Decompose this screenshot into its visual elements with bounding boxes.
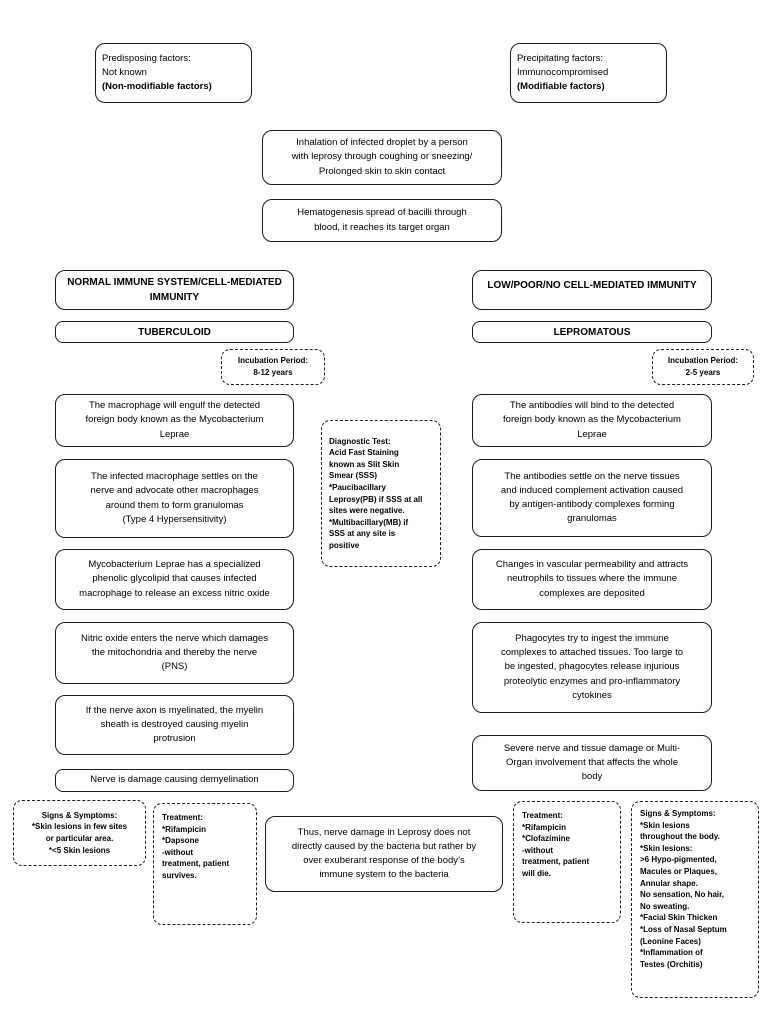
inhalation-text: Inhalation of infected droplet by a pers… bbox=[291, 137, 473, 177]
right-signs-symptoms-box: Signs & Symptoms: *Skin lesions througho… bbox=[631, 801, 759, 998]
right-step-1-text: The antibodies will bind to the detected… bbox=[503, 400, 681, 440]
left-step-2-box: The infected macrophage settles on the n… bbox=[55, 459, 294, 538]
left-signs-symptoms-text: Signs & Symptoms: *Skin lesions in few s… bbox=[31, 810, 128, 855]
right-step-3-box: Changes in vascular permeability and att… bbox=[472, 549, 712, 610]
left-treatment-text: Treatment: *Rifampicin *Dapsone -without… bbox=[162, 813, 230, 880]
right-incubation-text: Incubation Period: 2-5 years bbox=[667, 356, 739, 377]
left-step-3-box: Mycobacterium Leprae has a specialized p… bbox=[55, 549, 294, 610]
left-incubation-text: Incubation Period: 8-12 years bbox=[237, 356, 309, 377]
left-signs-symptoms-box: Signs & Symptoms: *Skin lesions in few s… bbox=[13, 800, 146, 866]
left-step-1-box: The macrophage will engulf the detected … bbox=[55, 394, 294, 447]
tuberculoid-header-text: TUBERCULOID bbox=[138, 326, 211, 338]
right-step-2-box: The antibodies settle on the nerve tissu… bbox=[472, 459, 712, 537]
precipitating-factors-text: Precipitating factors: Immunocompromised bbox=[517, 52, 609, 78]
predisposing-factors-note: (Non-modifiable factors) bbox=[102, 81, 212, 93]
right-treatment-text: Treatment: *Rifampicin *Clofazimine -wit… bbox=[522, 811, 590, 878]
left-step-5-box: If the nerve axon is myelinated, the mye… bbox=[55, 695, 294, 755]
diagnostic-test-text: Diagnostic Test: Acid Fast Staining know… bbox=[329, 436, 423, 550]
diagnostic-test-box: Diagnostic Test: Acid Fast Staining know… bbox=[321, 420, 441, 567]
right-signs-symptoms-text: Signs & Symptoms: *Skin lesions througho… bbox=[640, 809, 727, 969]
right-step-5-box: Severe nerve and tissue damage or Multi-… bbox=[472, 735, 712, 791]
conclusion-box: Thus, nerve damage in Leprosy does not d… bbox=[265, 816, 503, 892]
conclusion-text: Thus, nerve damage in Leprosy does not d… bbox=[291, 826, 477, 881]
right-step-2-text: The antibodies settle on the nerve tissu… bbox=[500, 470, 684, 525]
left-step-2-text: The infected macrophage settles on the n… bbox=[90, 471, 259, 525]
left-immunity-header-text: NORMAL IMMUNE SYSTEM/CELL-MEDIATED IMMUN… bbox=[67, 277, 282, 303]
left-immunity-header-box: NORMAL IMMUNE SYSTEM/CELL-MEDIATED IMMUN… bbox=[55, 270, 294, 310]
left-treatment-box: Treatment: *Rifampicin *Dapsone -without… bbox=[153, 803, 257, 925]
predisposing-factors-box: Predisposing factors: Not known (Non-mod… bbox=[95, 43, 252, 103]
predisposing-factors-text: Predisposing factors: Not known bbox=[102, 52, 191, 78]
left-step-4-text: Nitric oxide enters the nerve which dama… bbox=[81, 632, 268, 673]
left-step-1-text: The macrophage will engulf the detected … bbox=[85, 400, 264, 440]
left-step-5-text: If the nerve axon is myelinated, the mye… bbox=[85, 704, 264, 745]
right-incubation-box: Incubation Period: 2-5 years bbox=[652, 349, 754, 385]
left-step-6-text: Nerve is damage causing demyelination bbox=[90, 774, 259, 786]
inhalation-box: Inhalation of infected droplet by a pers… bbox=[262, 130, 502, 185]
left-step-6-box: Nerve is damage causing demyelination bbox=[55, 769, 294, 792]
tuberculoid-header-box: TUBERCULOID bbox=[55, 321, 294, 343]
right-step-5-text: Severe nerve and tissue damage or Multi-… bbox=[503, 742, 681, 783]
right-immunity-header-box: LOW/POOR/NO CELL-MEDIATED IMMUNITY bbox=[472, 270, 712, 310]
left-step-4-box: Nitric oxide enters the nerve which dama… bbox=[55, 622, 294, 684]
left-incubation-box: Incubation Period: 8-12 years bbox=[221, 349, 325, 385]
lepromatous-header-box: LEPROMATOUS bbox=[472, 321, 712, 343]
hematogenesis-text: Hematogenesis spread of bacilli through … bbox=[297, 207, 467, 233]
right-step-4-box: Phagocytes try to ingest the immune comp… bbox=[472, 622, 712, 713]
lepromatous-header-text: LEPROMATOUS bbox=[553, 326, 631, 338]
right-step-3-text: Changes in vascular permeability and att… bbox=[495, 559, 689, 599]
precipitating-factors-box: Precipitating factors: Immunocompromised… bbox=[510, 43, 667, 103]
right-step-4-text: Phagocytes try to ingest the immune comp… bbox=[500, 632, 683, 701]
hematogenesis-box: Hematogenesis spread of bacilli through … bbox=[262, 199, 502, 242]
left-step-3-text: Mycobacterium Leprae has a specialized p… bbox=[79, 559, 270, 599]
precipitating-factors-note: (Modifiable factors) bbox=[517, 81, 605, 93]
right-step-1-box: The antibodies will bind to the detected… bbox=[472, 394, 712, 447]
right-immunity-header-text: LOW/POOR/NO CELL-MEDIATED IMMUNITY bbox=[487, 279, 697, 291]
right-treatment-box: Treatment: *Rifampicin *Clofazimine -wit… bbox=[513, 801, 621, 923]
